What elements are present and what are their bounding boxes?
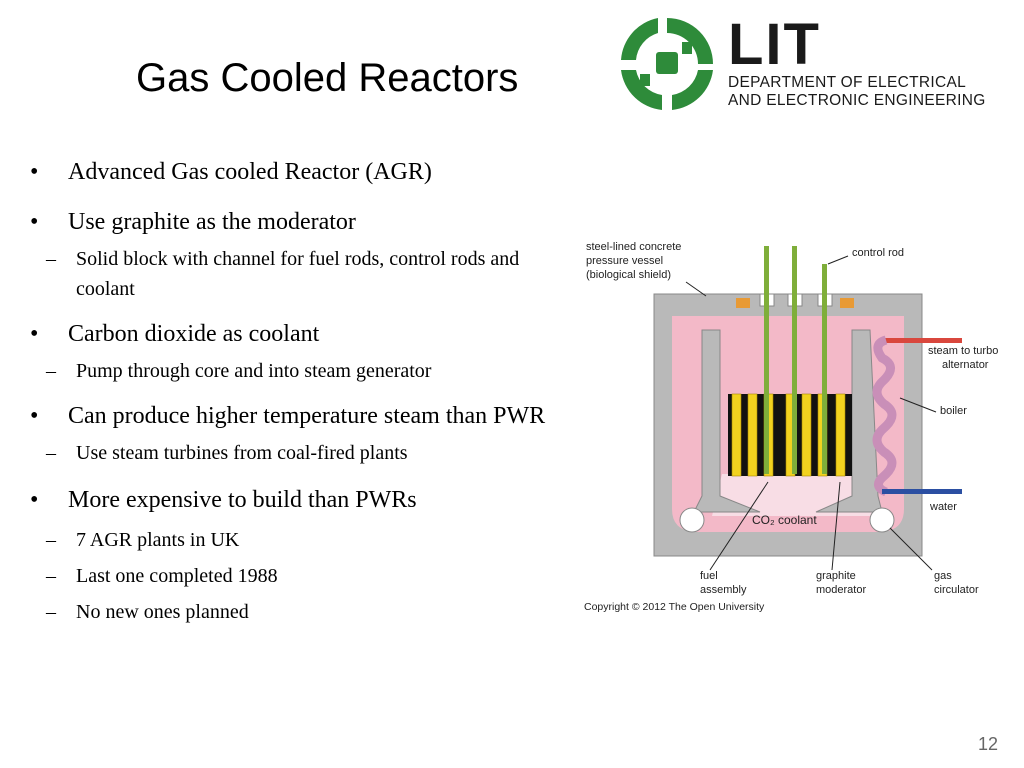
logo-wordmark: LIT — [728, 12, 821, 77]
sub-bullet-text: Last one completed 1988 — [76, 565, 278, 587]
bullet-item: • Carbon dioxide as coolant – Pump throu… — [30, 318, 560, 386]
bullet-text: Use graphite as the moderator — [68, 209, 356, 235]
label-control-rod: control rod — [852, 247, 904, 259]
label-gas-1: gas — [934, 570, 952, 582]
sub-bullet-item: – No new ones planned — [46, 601, 249, 623]
sub-bullet-item: – Solid block with channel for fuel rods… — [46, 248, 520, 300]
logo-department-line1: DEPARTMENT OF ELECTRICAL — [728, 74, 967, 91]
gas-circulator-right — [869, 507, 895, 533]
sub-bullet-text: No new ones planned — [76, 601, 249, 623]
label-gas-2: circulator — [934, 584, 979, 596]
bullet-dot-icon: • — [30, 403, 39, 429]
sub-bullet-item: – Use steam turbines from coal-fired pla… — [46, 442, 408, 464]
bullet-dot-icon: • — [30, 487, 39, 513]
label-steam-1: steam to turbo — [928, 345, 998, 357]
bullet-text: Advanced Gas cooled Reactor (AGR) — [68, 159, 432, 185]
label-fuel-1: fuel — [700, 570, 718, 582]
bullet-item: • Use graphite as the moderator – Solid … — [30, 206, 560, 304]
label-vessel-3: (biological shield) — [586, 269, 671, 281]
copyright-notice: Copyright © 2012 The Open University — [584, 601, 765, 613]
slide-title: Gas Cooled Reactors — [136, 56, 519, 100]
control-rods — [736, 246, 854, 474]
lit-logo-mark-icon — [621, 18, 713, 110]
bullet-text: More expensive to build than PWRs — [68, 487, 417, 513]
left-baffle — [693, 329, 761, 513]
bullet-item: • More expensive to build than PWRs – 7 … — [30, 484, 560, 630]
sub-bullet-text: Solid block with channel for fuel rods, … — [76, 248, 520, 300]
gas-circulator-left — [679, 507, 705, 533]
sub-bullet-item: – 7 AGR plants in UK — [46, 529, 240, 551]
label-vessel-1: steel-lined concrete — [586, 241, 681, 253]
lit-logo: LIT DEPARTMENT OF ELECTRICAL AND ELECTRO… — [612, 12, 1018, 116]
bullet-dot-icon: • — [30, 321, 39, 347]
label-coolant: CO₂ coolant — [752, 513, 817, 527]
bullet-dot-icon: • — [30, 209, 39, 235]
label-graphite-1: graphite — [816, 570, 856, 582]
sub-bullet-text: Use steam turbines from coal-fired plant… — [76, 442, 408, 464]
bullet-text: Carbon dioxide as coolant — [68, 321, 320, 347]
boiler-coil — [872, 335, 897, 497]
water-inlet-pipe — [882, 489, 962, 494]
label-fuel-2: assembly — [700, 584, 747, 596]
bullet-item: • Can produce higher temperature steam t… — [30, 400, 560, 468]
label-boiler: boiler — [940, 405, 967, 417]
label-steam-2: alternator — [942, 359, 989, 371]
steam-outlet-pipe — [882, 338, 962, 343]
sub-bullet-text: 7 AGR plants in UK — [76, 529, 240, 551]
sub-bullet-item: – Last one completed 1988 — [46, 565, 278, 587]
bullet-list: • Advanced Gas cooled Reactor (AGR) • Us… — [30, 156, 560, 648]
label-vessel-2: pressure vessel — [586, 255, 663, 267]
agr-reactor-diagram: steel-lined concrete pressure vessel (bi… — [584, 241, 998, 613]
bullet-text: Can produce higher temperature steam tha… — [68, 403, 546, 429]
sub-bullet-item: – Pump through core and into steam gener… — [46, 360, 432, 382]
bullet-item: • Advanced Gas cooled Reactor (AGR) — [30, 156, 560, 188]
sub-bullet-text: Pump through core and into steam generat… — [76, 360, 432, 382]
label-water: water — [929, 501, 957, 513]
page-number: 12 — [978, 734, 999, 754]
logo-department-line2: AND ELECTRONIC ENGINEERING — [728, 92, 986, 109]
label-graphite-2: moderator — [816, 584, 866, 596]
bullet-dot-icon: • — [30, 159, 39, 185]
